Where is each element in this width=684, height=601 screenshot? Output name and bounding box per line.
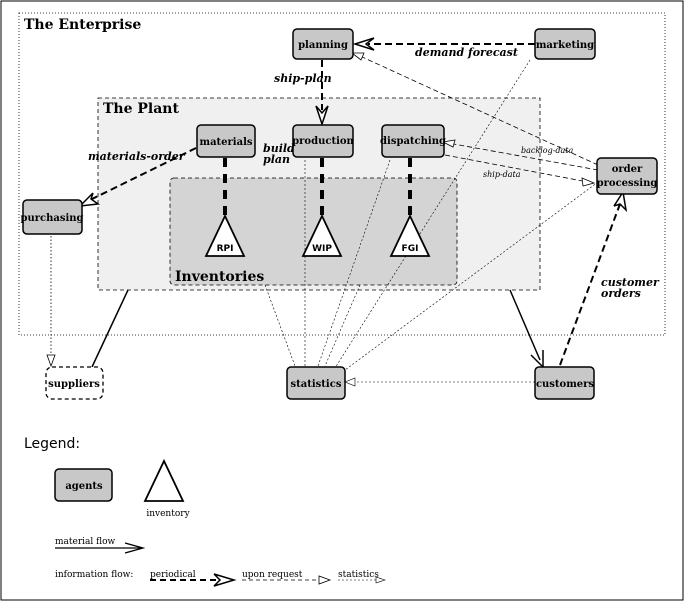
order-processing-agent[interactable]: order processing (596, 157, 658, 195)
legend-inventory-label: inventory (146, 509, 190, 519)
svg-text:WIP: WIP (312, 244, 332, 254)
legend-periodical-label: periodical (150, 570, 196, 580)
legend-statistics-label: statistics (338, 570, 379, 580)
wip-inventory[interactable]: WIP (301, 213, 343, 257)
customers-agent[interactable]: customers (534, 366, 595, 400)
marketing-agent[interactable]: marketing (534, 28, 596, 60)
inventory-to-statistics-flow-3 (317, 159, 391, 367)
svg-text:dispatching: dispatching (380, 136, 446, 147)
backlog-data-arrowhead (441, 139, 456, 148)
marketing-to-statistics-flow (334, 59, 531, 369)
legend-periodical-arrowhead (213, 573, 237, 587)
customers-to-statistics-arrowhead (344, 377, 356, 387)
svg-text:planning: planning (298, 40, 348, 51)
legend-agent-swatch: agents (54, 468, 113, 502)
legend-upon-request-arrowhead (318, 575, 332, 585)
legend-statistics-arrowhead (375, 576, 386, 584)
enterprise-title: The Enterprise (24, 17, 141, 33)
legend-title: Legend: (24, 436, 80, 452)
legend-upon-request-label: upon request (242, 570, 303, 580)
legend-material-flow-label: material flow (55, 537, 116, 547)
suppliers-agent[interactable]: suppliers (45, 366, 104, 400)
svg-text:FGI: FGI (402, 244, 419, 254)
ship-data-arrowhead (581, 177, 596, 187)
inventory-to-statistics-flow-4 (324, 284, 361, 367)
dispatching-agent[interactable]: dispatching (380, 124, 446, 158)
fgi-inventory[interactable]: FGI (389, 213, 431, 257)
svg-text:customers: customers (536, 379, 594, 390)
svg-text:agents: agents (65, 481, 103, 492)
inventories-region (169, 177, 458, 286)
svg-text:suppliers: suppliers (48, 379, 100, 390)
backlog-data-flow (447, 142, 599, 171)
production-agent[interactable]: production (292, 124, 355, 158)
ship-plan-arrowhead (315, 105, 329, 127)
build-plan-label-2: plan (263, 153, 290, 166)
svg-text:processing: processing (597, 178, 658, 189)
demand-forecast-label: demand forecast (415, 46, 518, 59)
materials-order-arrowhead (77, 192, 101, 207)
ship-plan-label: ship-plan (274, 72, 332, 85)
svg-text:RPI: RPI (217, 244, 234, 254)
enterprise-region (18, 12, 666, 336)
customer-orders-arrowhead (613, 189, 628, 213)
materials-agent[interactable]: materials (196, 124, 256, 158)
plant-title: The Plant (103, 101, 179, 117)
legend-material-flow-arrowhead (124, 542, 146, 554)
order-to-statistics-flow (344, 181, 599, 371)
svg-text:marketing: marketing (536, 40, 594, 51)
planning-agent[interactable]: planning (292, 28, 354, 60)
order-to-planning-arrowhead (350, 52, 365, 61)
customer-orders-label-1: customer (601, 276, 660, 289)
customer-orders-flow (559, 203, 621, 366)
svg-text:order: order (612, 164, 643, 175)
customer-orders-label-2: orders (601, 287, 641, 300)
purchasing-agent[interactable]: purchasing (20, 199, 84, 235)
ship-data-flow (444, 154, 589, 183)
svg-text:statistics: statistics (291, 379, 342, 390)
plant-to-suppliers-flow (91, 289, 129, 368)
legend-information-flow-label: information flow: (55, 570, 133, 580)
materials-order-label: materials-order (88, 150, 186, 163)
order-to-planning-flow (359, 55, 599, 166)
build-plan-label-1: build (263, 142, 295, 155)
legend-inventory-swatch (143, 458, 185, 502)
demand-forecast-arrowhead (352, 37, 375, 51)
statistics-agent[interactable]: statistics (286, 366, 346, 400)
svg-text:purchasing: purchasing (20, 213, 83, 224)
svg-text:production: production (292, 136, 354, 147)
backlog-data-label: backlog-data (521, 146, 574, 155)
ship-data-label: ship-data (483, 170, 521, 179)
materials-order-flow (89, 147, 197, 201)
plant-to-customers-flow (509, 289, 541, 361)
svg-text:materials: materials (199, 137, 252, 148)
rpi-inventory[interactable]: RPI (204, 213, 246, 257)
inventories-title: Inventories (175, 269, 264, 285)
purchasing-to-suppliers-arrowhead (46, 354, 56, 368)
